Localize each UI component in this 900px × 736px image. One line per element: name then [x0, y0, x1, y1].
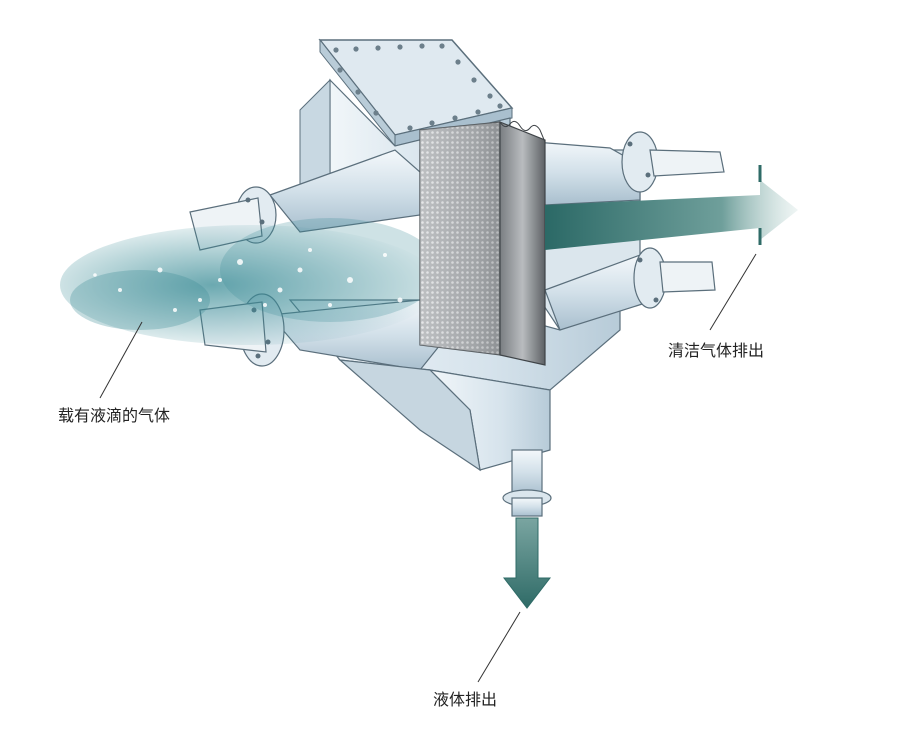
droplet-mist	[60, 218, 440, 345]
leader-line-inlet	[99, 321, 143, 399]
leader-line-clean-gas	[709, 253, 757, 331]
liquid-outlet-label: 液体排出	[433, 690, 498, 709]
mesh-pad	[419, 121, 501, 356]
sump-hopper	[338, 359, 551, 472]
gas-outlet-arrow	[545, 165, 798, 250]
outlet-pipe-bottom	[544, 247, 716, 331]
vane-pack	[499, 120, 546, 366]
clean-gas-label: 清洁气体排出	[668, 341, 765, 360]
inlet-label: 载有液滴的气体	[58, 406, 171, 425]
liquid-outlet-arrow	[502, 517, 552, 609]
leader-line-liquid	[477, 611, 521, 683]
drain-pipe	[502, 449, 552, 517]
flange-bolts	[333, 43, 503, 131]
